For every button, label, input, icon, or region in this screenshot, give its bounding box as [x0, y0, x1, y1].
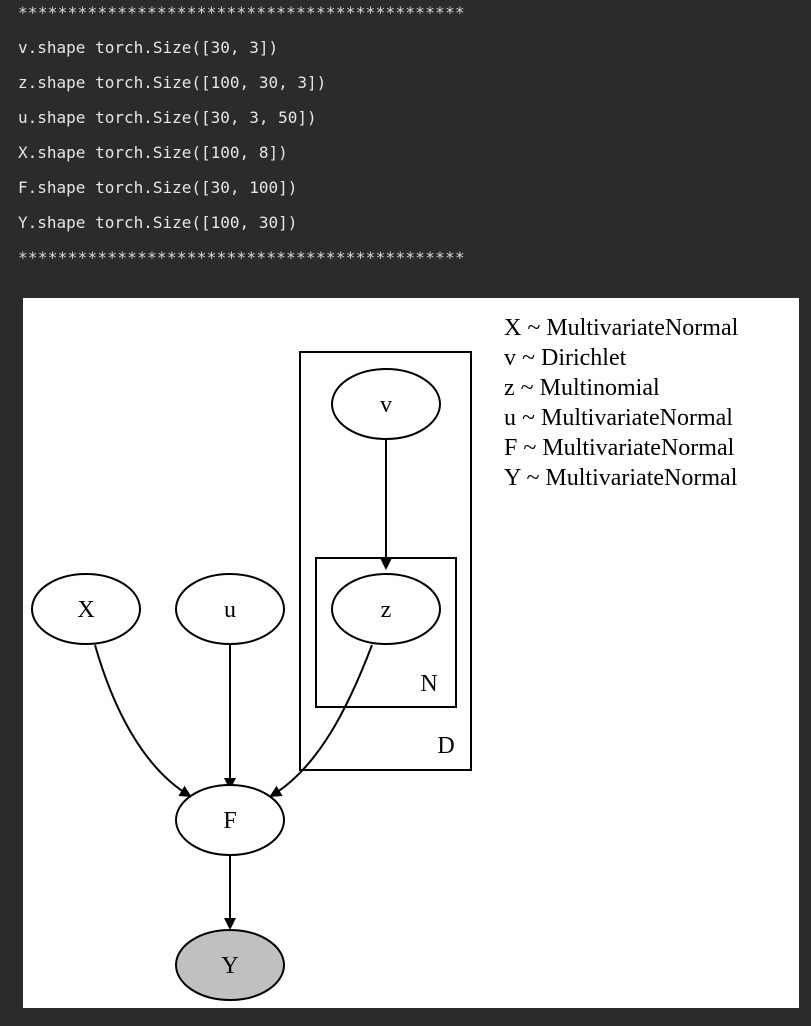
node-y-observed: Y [175, 929, 285, 1001]
distribution-legend: X ~ MultivariateNormal v ~ Dirichlet z ~… [504, 315, 739, 491]
node-v: v [331, 368, 441, 440]
node-f-label: F [223, 808, 236, 834]
plate-n-label: N [420, 671, 437, 697]
node-f: F [175, 784, 285, 856]
node-x: X [31, 573, 141, 645]
legend-line-u: u ~ MultivariateNormal [504, 405, 733, 431]
legend-line-z: z ~ Multinomial [504, 375, 660, 401]
separator-line-top: ****************************************… [18, 3, 465, 22]
legend-line-v: v ~ Dirichlet [504, 345, 627, 371]
legend-line-y: Y ~ MultivariateNormal [504, 465, 738, 491]
node-z: z [331, 573, 441, 645]
plate-d-label: D [437, 733, 454, 759]
node-u: u [175, 573, 285, 645]
plate-d [299, 351, 472, 771]
separator-line-bottom: ****************************************… [18, 248, 465, 267]
legend-line-f: F ~ MultivariateNormal [504, 435, 735, 461]
shape-line-y: Y.shape torch.Size([100, 30]) [18, 213, 298, 232]
edge-x-to-f [94, 644, 192, 798]
legend-line-x: X ~ MultivariateNormal [504, 315, 739, 341]
shape-line-x: X.shape torch.Size([100, 8]) [18, 143, 288, 162]
shape-line-f: F.shape torch.Size([30, 100]) [18, 178, 298, 197]
model-graph-svg: D N v X u z [31, 315, 739, 1001]
node-x-label: X [77, 597, 94, 623]
node-v-label: v [380, 392, 392, 418]
shape-line-z: z.shape torch.Size([100, 30, 3]) [18, 73, 327, 92]
graphical-model-panel: D N v X u z [23, 298, 799, 1008]
shape-line-u: u.shape torch.Size([30, 3, 50]) [18, 108, 317, 127]
shape-line-v: v.shape torch.Size([30, 3]) [18, 38, 279, 57]
edge-z-to-f [269, 644, 373, 798]
node-y-label: Y [221, 953, 238, 979]
node-u-label: u [224, 597, 236, 623]
node-z-label: z [381, 597, 392, 623]
